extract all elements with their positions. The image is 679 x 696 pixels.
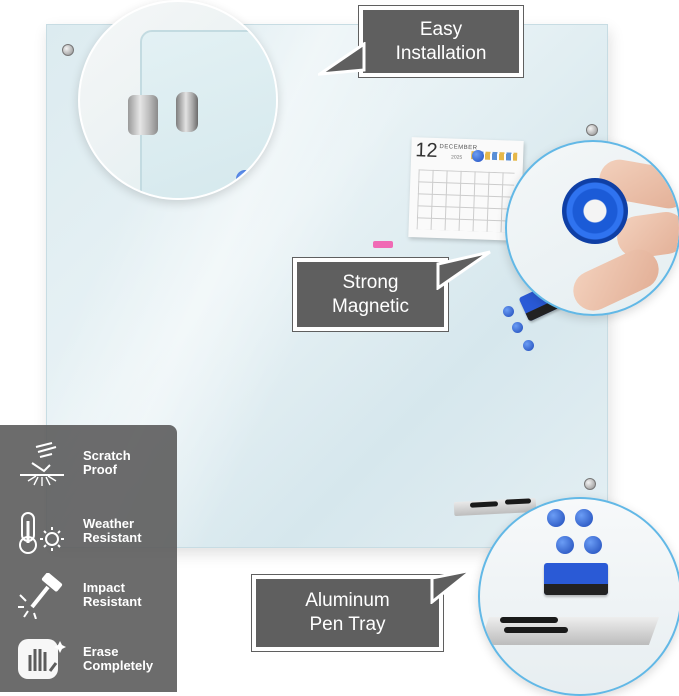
standoff-screw-top-right	[586, 124, 598, 136]
tray-marker	[504, 627, 568, 633]
feature-label: Erase Completely	[83, 644, 154, 673]
callout-label: Strong Magnetic	[331, 271, 410, 317]
glass-corner	[140, 30, 276, 198]
callout-strong-magnetic: Strong Magnetic	[293, 258, 448, 331]
standoff-cap	[176, 92, 198, 132]
board-magnet	[503, 306, 514, 317]
callout-pointer	[318, 42, 366, 76]
standoff-screw-top-left	[62, 44, 74, 56]
board-magnet	[512, 322, 523, 333]
scratch-icon	[20, 442, 64, 486]
magnet-closeup	[562, 178, 628, 244]
calendar-year: 2025	[450, 154, 463, 161]
standoff-screw-bottom-right	[584, 478, 596, 490]
zoom-magnet-detail	[505, 140, 679, 316]
callout-easy-installation: Easy Installation	[359, 6, 523, 77]
features-panel: Scratch Proof Weather Resistant Impact R…	[0, 425, 177, 692]
pink-sticky-tab	[373, 241, 393, 248]
tray-eraser	[544, 563, 608, 595]
calendar-grid	[416, 169, 515, 233]
callout-aluminum-pen-tray: Aluminum Pen Tray	[252, 575, 443, 651]
tray-marker	[500, 617, 558, 623]
callout-pointer	[436, 250, 491, 290]
hammer-icon	[18, 573, 63, 619]
tray-magnet	[575, 509, 593, 527]
callout-label: Easy Installation	[395, 18, 487, 64]
feature-impact-resistant: Impact Resistant	[0, 567, 177, 627]
callout-pointer	[430, 568, 473, 604]
board-magnet	[236, 170, 254, 188]
tray-magnet	[584, 536, 602, 554]
wiping-hand-icon	[18, 639, 66, 679]
thumb	[566, 242, 666, 314]
calendar-day: 12	[414, 139, 438, 162]
board-magnet	[523, 340, 534, 351]
thermometer-sun-icon	[19, 512, 64, 554]
zoom-pen-tray-detail	[478, 497, 679, 696]
feature-label: Impact Resistant	[83, 580, 142, 609]
tray-magnet	[547, 509, 565, 527]
feature-label: Weather Resistant	[83, 516, 142, 545]
tray-magnet	[556, 536, 574, 554]
feature-weather-resistant: Weather Resistant	[0, 503, 177, 563]
standoff-post	[128, 95, 158, 135]
zoom-installation-detail	[78, 0, 278, 200]
feature-erase-completely: Erase Completely	[0, 631, 177, 691]
feature-label: Scratch Proof	[83, 448, 131, 477]
callout-label: Aluminum Pen Tray	[305, 590, 390, 635]
feature-scratch-proof: Scratch Proof	[0, 435, 177, 495]
magnet-on-calendar	[472, 150, 484, 162]
